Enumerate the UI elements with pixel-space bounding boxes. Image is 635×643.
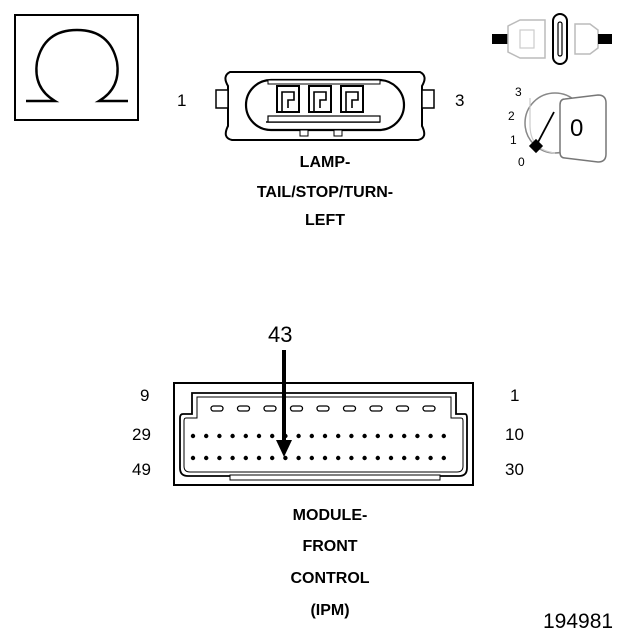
module-pin [270, 455, 275, 461]
module-pin [190, 433, 196, 439]
module-pin [402, 433, 407, 439]
module-pin [349, 433, 354, 439]
module-pin [322, 433, 328, 439]
lamp-caption-line-1: LAMP- [299, 154, 351, 171]
module-slot [210, 405, 224, 412]
module-pin [388, 455, 394, 461]
module-pin [388, 433, 394, 439]
ohm-symbol-icon [14, 14, 139, 121]
module-slot [395, 405, 410, 412]
module-slot [263, 405, 277, 412]
module-slot [289, 405, 304, 412]
module-slot [369, 405, 383, 412]
module-caption-line-1: MODULE- [292, 507, 368, 524]
module-pin [428, 433, 433, 439]
disconnected-connector-icon [492, 13, 612, 65]
module-row-label-right-2: 10 [505, 425, 524, 444]
module-pin [230, 455, 235, 461]
module-pin [441, 433, 446, 439]
lamp-terminal-contact [345, 91, 359, 112]
module-pin [336, 433, 341, 439]
module-pin [296, 433, 301, 439]
module-pin [296, 455, 301, 461]
module-pin [230, 433, 235, 439]
lamp-caption-line-2: TAIL/STOP/TURN- [256, 184, 394, 201]
module-pin [375, 455, 380, 461]
ignition-position-3: 3 [515, 85, 522, 99]
probe-pin-number: 43 [268, 322, 293, 347]
figure-number: 194981 [543, 610, 614, 633]
module-pin [204, 455, 209, 461]
module-pin [349, 455, 354, 461]
module-connector [173, 382, 474, 486]
probe-arrow [276, 350, 292, 457]
module-caption-line-3: CONTROL [290, 570, 370, 587]
module-pin [322, 455, 328, 461]
module-pin [256, 455, 262, 461]
module-pin [309, 455, 314, 461]
module-pin [283, 455, 288, 461]
module-pin [243, 455, 248, 461]
module-pin [362, 433, 367, 439]
module-row-label-left-2: 29 [132, 425, 151, 444]
lamp-caption-line-3: LEFT [305, 212, 345, 229]
lamp-pin-label-1: 1 [177, 91, 187, 110]
lamp-connector [215, 71, 435, 141]
module-pin [428, 455, 433, 461]
module-pin [375, 433, 380, 439]
ignition-position-0: 0 [518, 155, 525, 169]
lamp-pin-label-3: 3 [455, 91, 465, 110]
module-row-label-left-1: 9 [140, 386, 150, 405]
module-pin [204, 433, 209, 439]
module-caption-line-4: (IPM) [310, 602, 350, 619]
module-slot [316, 405, 330, 412]
lamp-terminal-contact [281, 91, 295, 112]
module-row-label-left-3: 49 [132, 460, 151, 479]
lamp-terminal [276, 85, 300, 113]
lamp-terminal-contact [313, 91, 327, 112]
module-pin [217, 433, 222, 439]
ignition-position-1: 1 [510, 133, 517, 147]
module-pin [362, 455, 367, 461]
module-pin [270, 433, 275, 439]
lamp-terminal [308, 85, 332, 113]
module-row-label-right-3: 30 [505, 460, 524, 479]
module-slot [236, 405, 251, 412]
module-pin [256, 433, 262, 439]
module-row-label-right-1: 1 [510, 386, 520, 405]
ignition-position-2: 2 [508, 109, 515, 123]
module-pin [402, 455, 407, 461]
module-pin [415, 455, 420, 461]
ignition-key-label: 0 [570, 115, 584, 142]
module-pin [415, 433, 420, 439]
ignition-key-icon [524, 92, 607, 163]
module-pin [243, 433, 248, 439]
module-pin [309, 433, 314, 439]
module-slot [422, 405, 436, 412]
module-pin [190, 455, 196, 461]
lamp-terminal [340, 85, 364, 113]
module-pin [336, 455, 341, 461]
module-slot [342, 405, 357, 412]
module-caption-line-2: FRONT [302, 538, 358, 555]
module-pin [217, 455, 222, 461]
module-pin [441, 455, 446, 461]
